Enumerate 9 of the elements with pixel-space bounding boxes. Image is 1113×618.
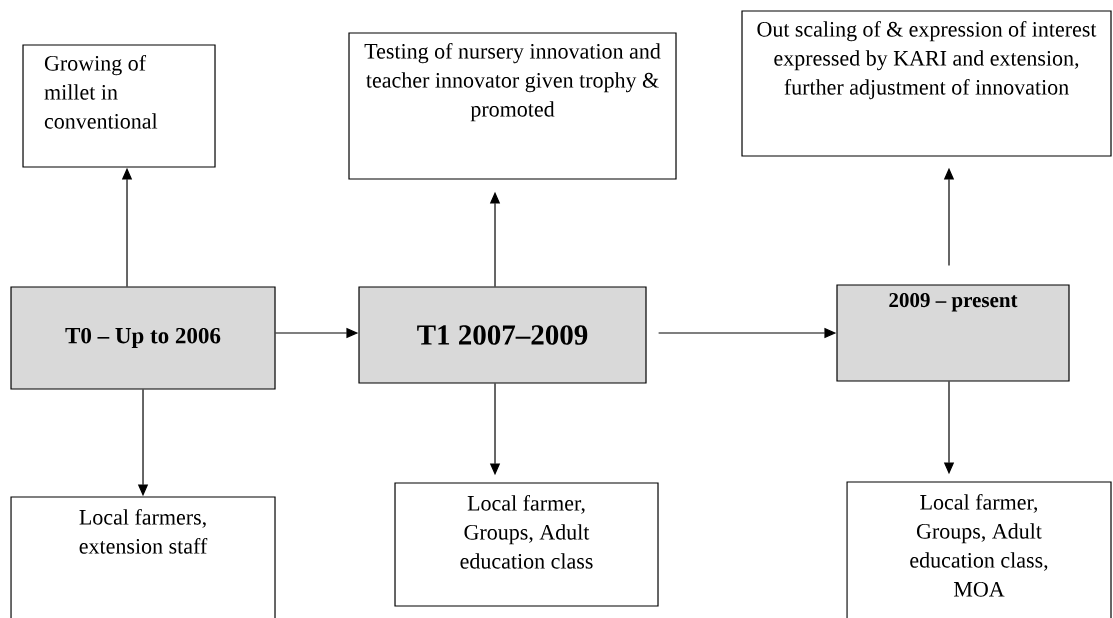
period-box: T0 – Up to 2006	[10, 286, 276, 390]
period-box: T1 2007–2009	[358, 286, 647, 384]
actors-box: Local farmers, extension staff	[10, 496, 276, 618]
actors-box: Local farmer, Groups, Adult education class, MOA	[846, 481, 1112, 618]
outcome-box: Testing of nursery innovation and teacher innovator given trophy & promoted	[348, 32, 677, 180]
outcome-box: Out scaling of & expression of interest expressed by KARI and extension, further adjustment of innovation	[741, 10, 1112, 157]
actors-box: Local farmer, Groups, Adult education class	[394, 482, 659, 607]
outcome-box: Growing of millet in conventional	[22, 44, 216, 168]
period-box: 2009 – present	[836, 284, 1070, 382]
